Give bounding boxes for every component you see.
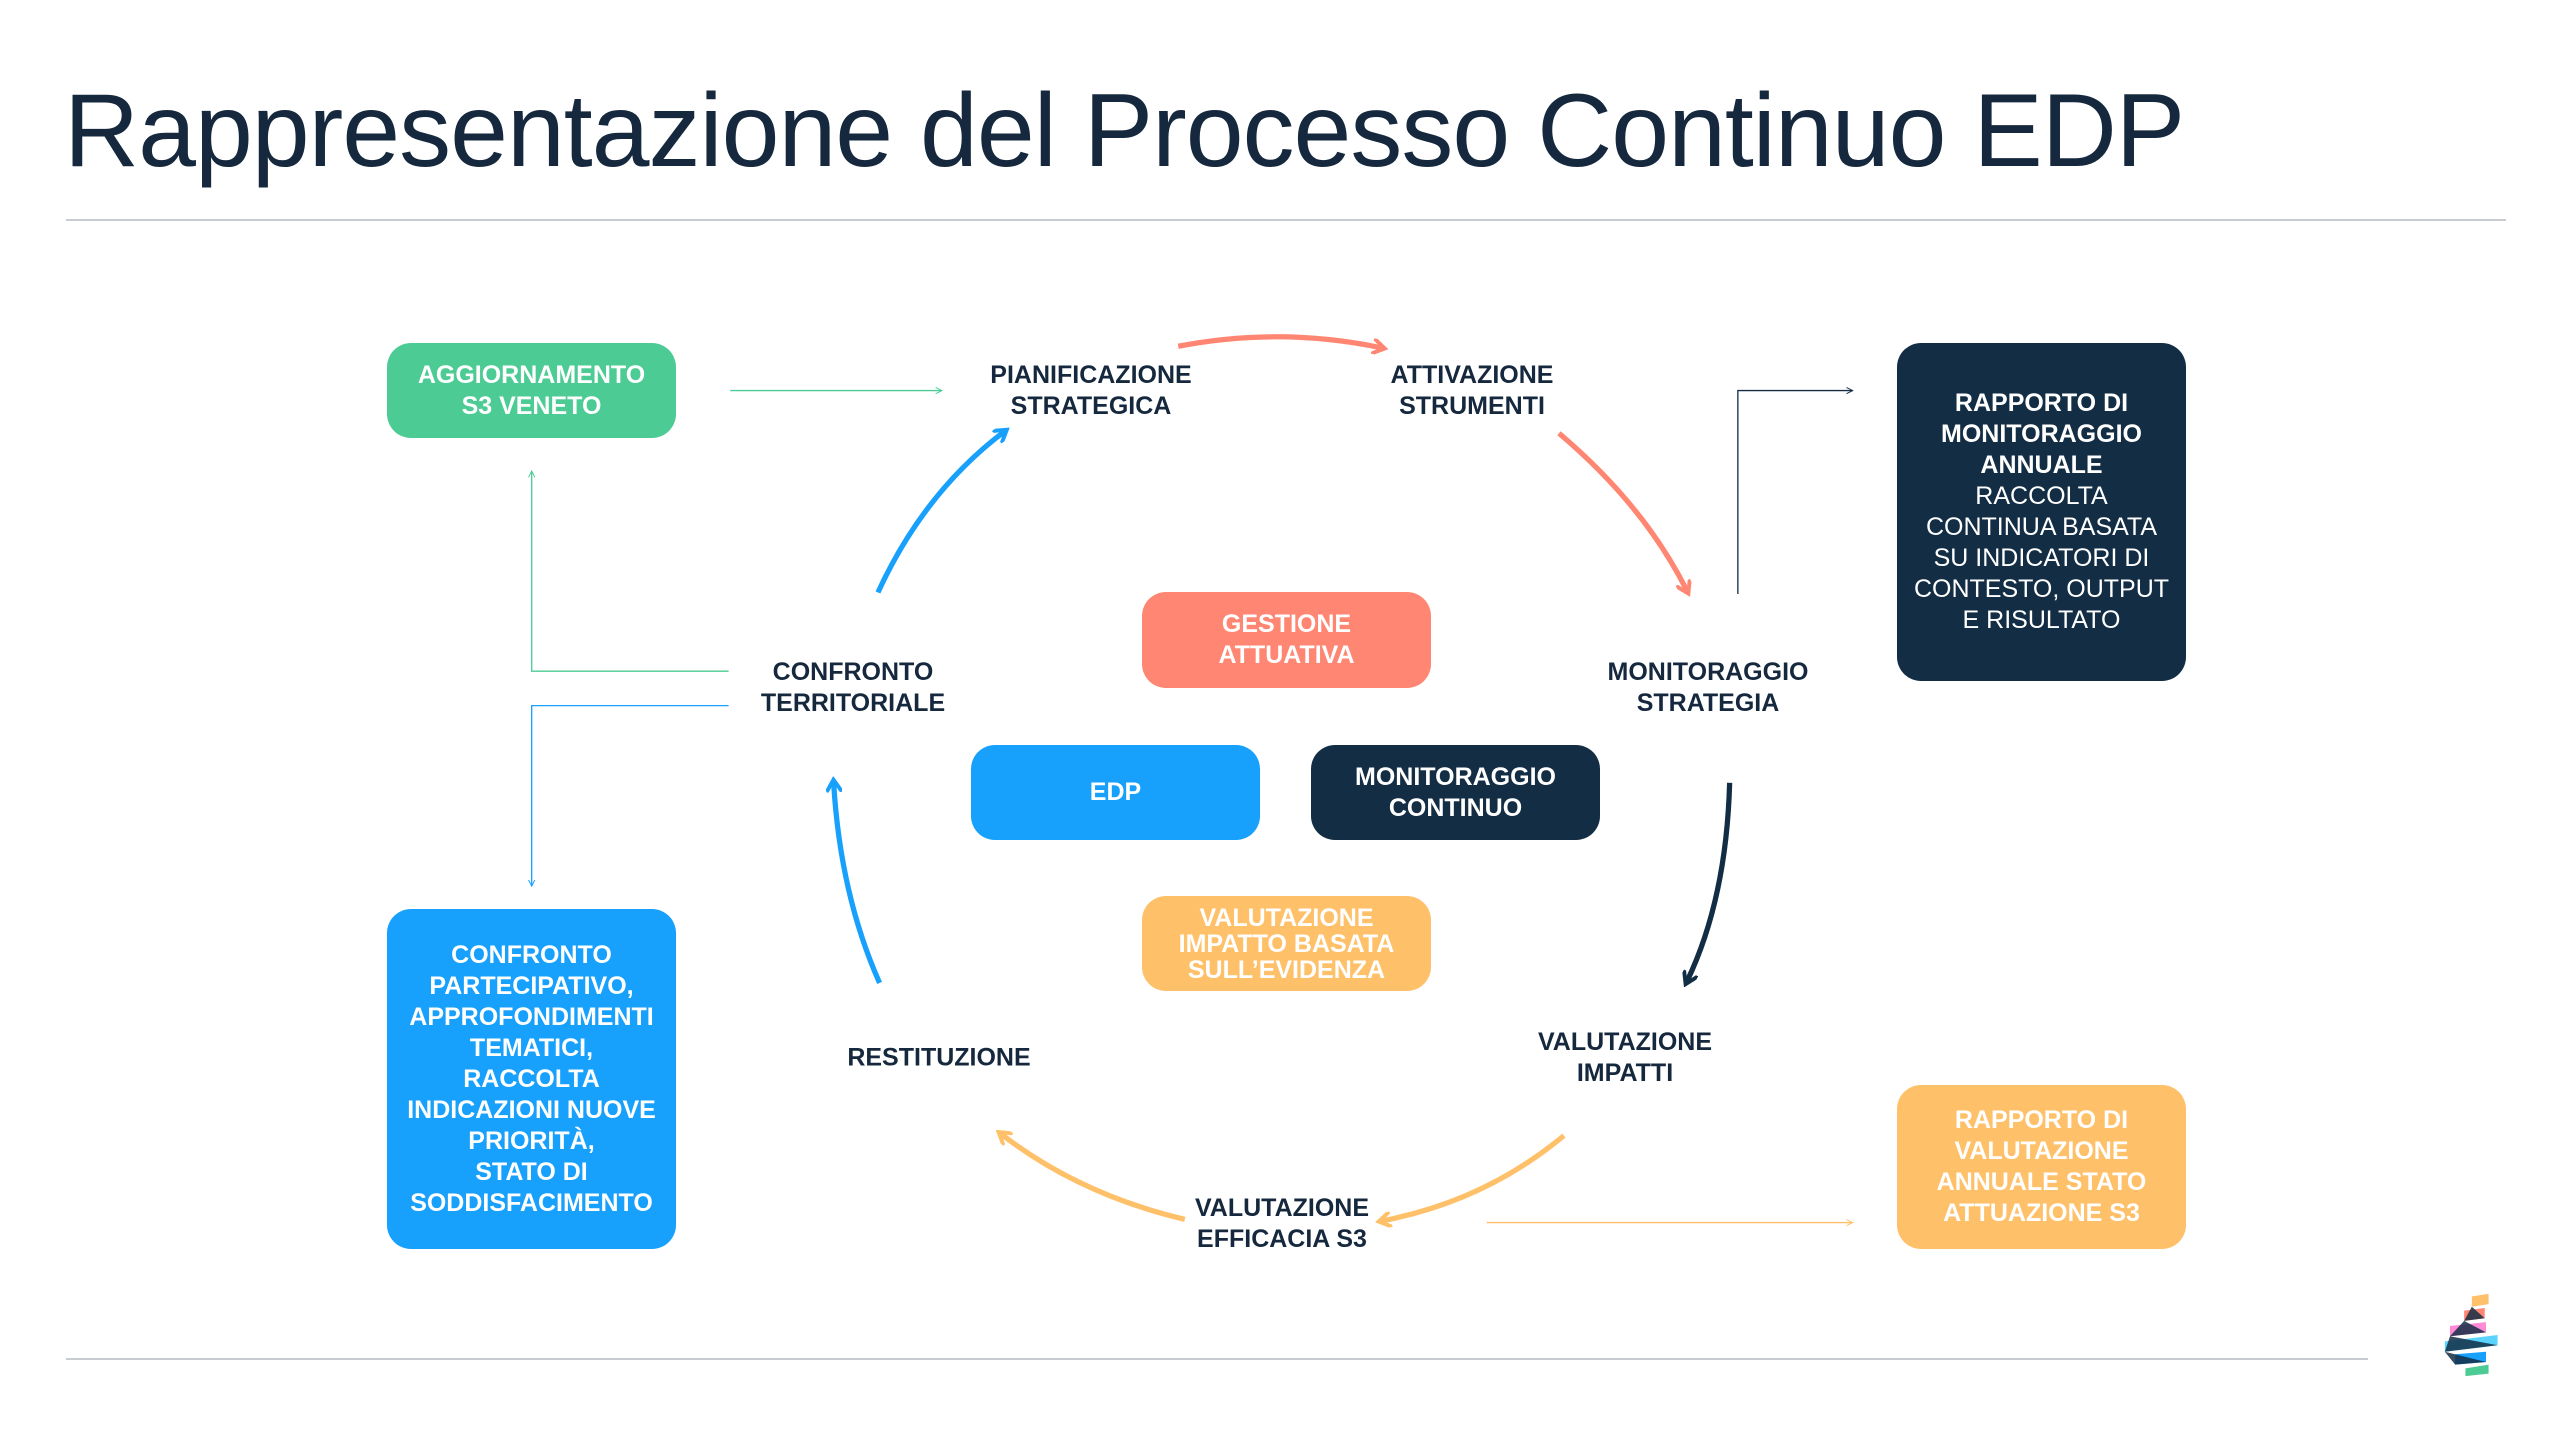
box-text: CONFRONTO xyxy=(451,940,612,969)
step-text: STRUMENTI xyxy=(1399,392,1545,420)
box-text: ATTUAZIONE S3 xyxy=(1943,1199,2140,1227)
box-text: APPROFONDIMENTI xyxy=(409,1002,654,1031)
box-text: VALUTAZIONE xyxy=(1199,903,1374,932)
box-monitoraggio-continuo: MONITORAGGIO CONTINUO xyxy=(1311,745,1600,840)
step-text: RESTITUZIONE xyxy=(847,1043,1031,1072)
box-gestione-attuativa: GESTIONE ATTUATIVA xyxy=(1142,592,1431,688)
box-valutazione-impatto: VALUTAZIONE IMPATTO BASATA SULL’EVIDENZA xyxy=(1142,896,1431,991)
step-text: VALUTAZIONE xyxy=(1537,1028,1713,1056)
step-restituzione: RESTITUZIONE xyxy=(847,1043,1030,1074)
box-text: STATO DI xyxy=(475,1157,588,1186)
box-rapporto-monitoraggio: RAPPORTO DI MONITORAGGIO ANNUALE RACCOLT… xyxy=(1897,343,2186,681)
bottom-divider xyxy=(66,1358,2368,1360)
arrow-pianificazione-attivazione xyxy=(1177,334,1381,348)
box-text: SULL’EVIDENZA xyxy=(1187,955,1386,984)
connector-confronto-partecipativo xyxy=(532,704,729,887)
top-divider xyxy=(66,219,2506,221)
arrow-confronto-pianificazione xyxy=(875,432,1004,594)
box-text: INDICAZIONI NUOVE xyxy=(407,1095,656,1124)
box-edp: EDP xyxy=(971,745,1260,840)
box-text: VALUTAZIONE xyxy=(1954,1137,2129,1165)
arrow-efficacia-restituzione xyxy=(1001,1134,1186,1222)
arrow-impatti-efficacia xyxy=(1382,1133,1566,1221)
box-text: PARTECIPATIVO, xyxy=(429,971,634,1000)
step-attivazione-strumenti: ATTIVAZIONE STRUMENTI xyxy=(1391,360,1554,422)
box-text: MONITORAGGIO xyxy=(1355,762,1556,791)
box-text: RACCOLTA xyxy=(463,1064,600,1093)
box-text: RAPPORTO DI xyxy=(1954,1106,2129,1134)
step-confronto-territoriale: CONFRONTO TERRITORIALE xyxy=(761,657,945,719)
step-text: CONFRONTO xyxy=(772,658,934,686)
box-text: SODDISFACIMENTO xyxy=(410,1188,653,1217)
box-text: ANNUALE xyxy=(1980,451,2103,479)
box-rapporto-valutazione: RAPPORTO DI VALUTAZIONE ANNUALE STATO AT… xyxy=(1897,1085,2186,1249)
step-text: EFFICACIA S3 xyxy=(1197,1225,1367,1253)
box-text: ANNUALE STATO xyxy=(1936,1168,2147,1196)
brand-logo-icon xyxy=(2444,1293,2498,1377)
box-text: AGGIORNAMENTO xyxy=(417,360,646,389)
arrow-monitoraggio-valutazione xyxy=(1687,782,1733,982)
arrow-restituzione-confronto xyxy=(834,783,882,985)
step-valutazione-efficacia: VALUTAZIONE EFFICACIA S3 xyxy=(1195,1193,1369,1255)
box-text: CONTINUA BASATA xyxy=(1925,513,2158,541)
box-text: MONITORAGGIO xyxy=(1941,420,2142,448)
box-text: EDP xyxy=(1089,778,1142,806)
box-text: E RISULTATO xyxy=(1962,606,2121,634)
connector-rapporto-monitoraggio xyxy=(1737,391,1853,595)
box-text: S3 VENETO xyxy=(461,391,602,420)
box-text: SU INDICATORI DI xyxy=(1933,544,2150,572)
connector-confronto-aggiornamento xyxy=(532,471,729,672)
arrow-attivazione-monitoraggio xyxy=(1557,431,1687,591)
step-text: VALUTAZIONE xyxy=(1194,1194,1370,1222)
box-text: TEMATICI, xyxy=(469,1033,594,1062)
box-text: GESTIONE xyxy=(1221,610,1352,638)
box-text: RAPPORTO DI xyxy=(1954,389,2129,417)
step-text: STRATEGICA xyxy=(1010,392,1172,420)
box-text: CONTESTO, OUTPUT xyxy=(1913,575,2170,603)
box-text: CONTINUO xyxy=(1388,793,1523,822)
step-pianificazione-strategica: PIANIFICAZIONE STRATEGICA xyxy=(990,360,1191,422)
step-valutazione-impatti: VALUTAZIONE IMPATTI xyxy=(1538,1027,1712,1089)
step-monitoraggio-strategia: MONITORAGGIO STRATEGIA xyxy=(1608,657,1809,719)
box-aggiornamento-s3: AGGIORNAMENTO S3 VENETO xyxy=(387,343,676,438)
page-title: Rappresentazione del Processo Continuo E… xyxy=(64,73,2185,189)
step-text: IMPATTI xyxy=(1576,1059,1674,1087)
step-text: STRATEGIA xyxy=(1636,689,1780,717)
step-text: TERRITORIALE xyxy=(760,689,946,717)
box-text: PRIORITÀ, xyxy=(468,1126,595,1155)
box-confronto-partecipativo: CONFRONTO PARTECIPATIVO, APPROFONDIMENTI… xyxy=(387,909,676,1249)
step-text: ATTIVAZIONE xyxy=(1390,361,1554,389)
box-text: ATTUATIVA xyxy=(1218,641,1355,669)
step-text: PIANIFICAZIONE xyxy=(990,361,1192,389)
step-text: MONITORAGGIO xyxy=(1607,658,1809,686)
box-text: IMPATTO BASATA xyxy=(1178,929,1395,958)
box-text: RACCOLTA xyxy=(1975,482,2108,510)
